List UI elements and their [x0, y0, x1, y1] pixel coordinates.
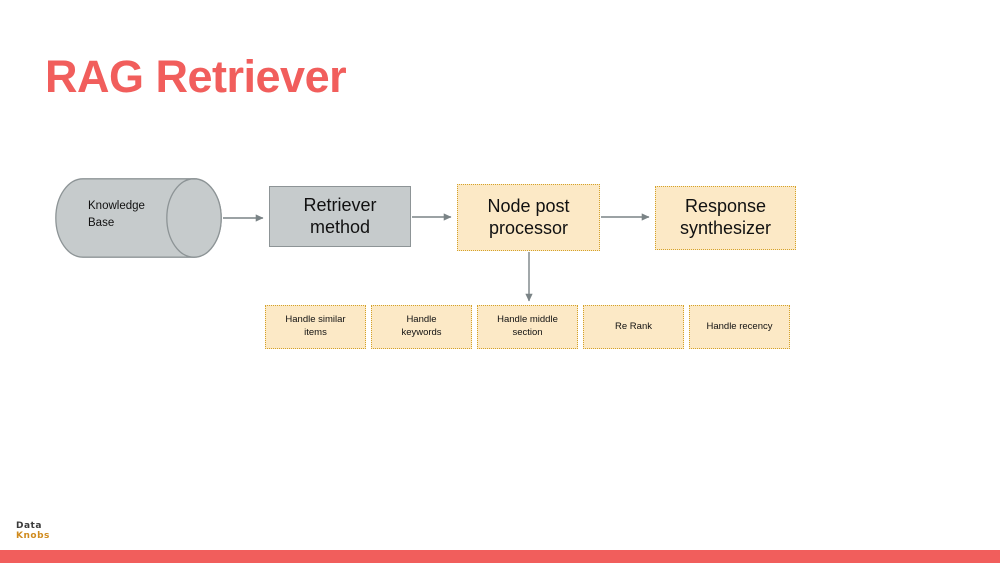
node-handle-similar-items-label: Handle similar items — [285, 314, 346, 338]
node-handle-recency-label: Handle recency — [706, 320, 773, 332]
cylinder-icon — [55, 178, 222, 258]
page-title: RAG Retriever — [45, 51, 347, 102]
node-response-synthesizer-label: Response synthesizer — [679, 196, 772, 238]
footer-accent-bar — [0, 550, 1000, 563]
node-node-post-processor-label: Node post processor — [487, 195, 570, 238]
node-retriever-method-label: Retriever method — [303, 194, 377, 237]
node-re-rank[interactable]: Re Rank — [583, 305, 684, 349]
post-processor-options-row: Handle similar items Handle keywords Han… — [265, 305, 790, 349]
node-handle-keywords-label: Handle keywords — [401, 314, 442, 338]
node-response-synthesizer[interactable]: Response synthesizer — [655, 186, 796, 250]
node-retriever-method[interactable]: Retriever method — [269, 186, 411, 247]
logo-line-knobs: Knobs — [16, 531, 50, 541]
node-node-post-processor[interactable]: Node post processor — [457, 184, 600, 251]
node-re-rank-label: Re Rank — [615, 320, 652, 332]
dataknobs-logo: Data Knobs — [16, 521, 52, 543]
node-handle-keywords[interactable]: Handle keywords — [371, 305, 472, 349]
node-handle-middle-section[interactable]: Handle middle section — [477, 305, 578, 349]
logo-line-data: Data — [16, 521, 42, 531]
knowledge-base-datastore[interactable]: Knowledge Base — [55, 178, 222, 258]
node-handle-similar-items[interactable]: Handle similar items — [265, 305, 366, 349]
node-handle-middle-section-label: Handle middle section — [497, 314, 558, 338]
node-handle-recency[interactable]: Handle recency — [689, 305, 790, 349]
knowledge-base-label: Knowledge Base — [88, 200, 145, 229]
